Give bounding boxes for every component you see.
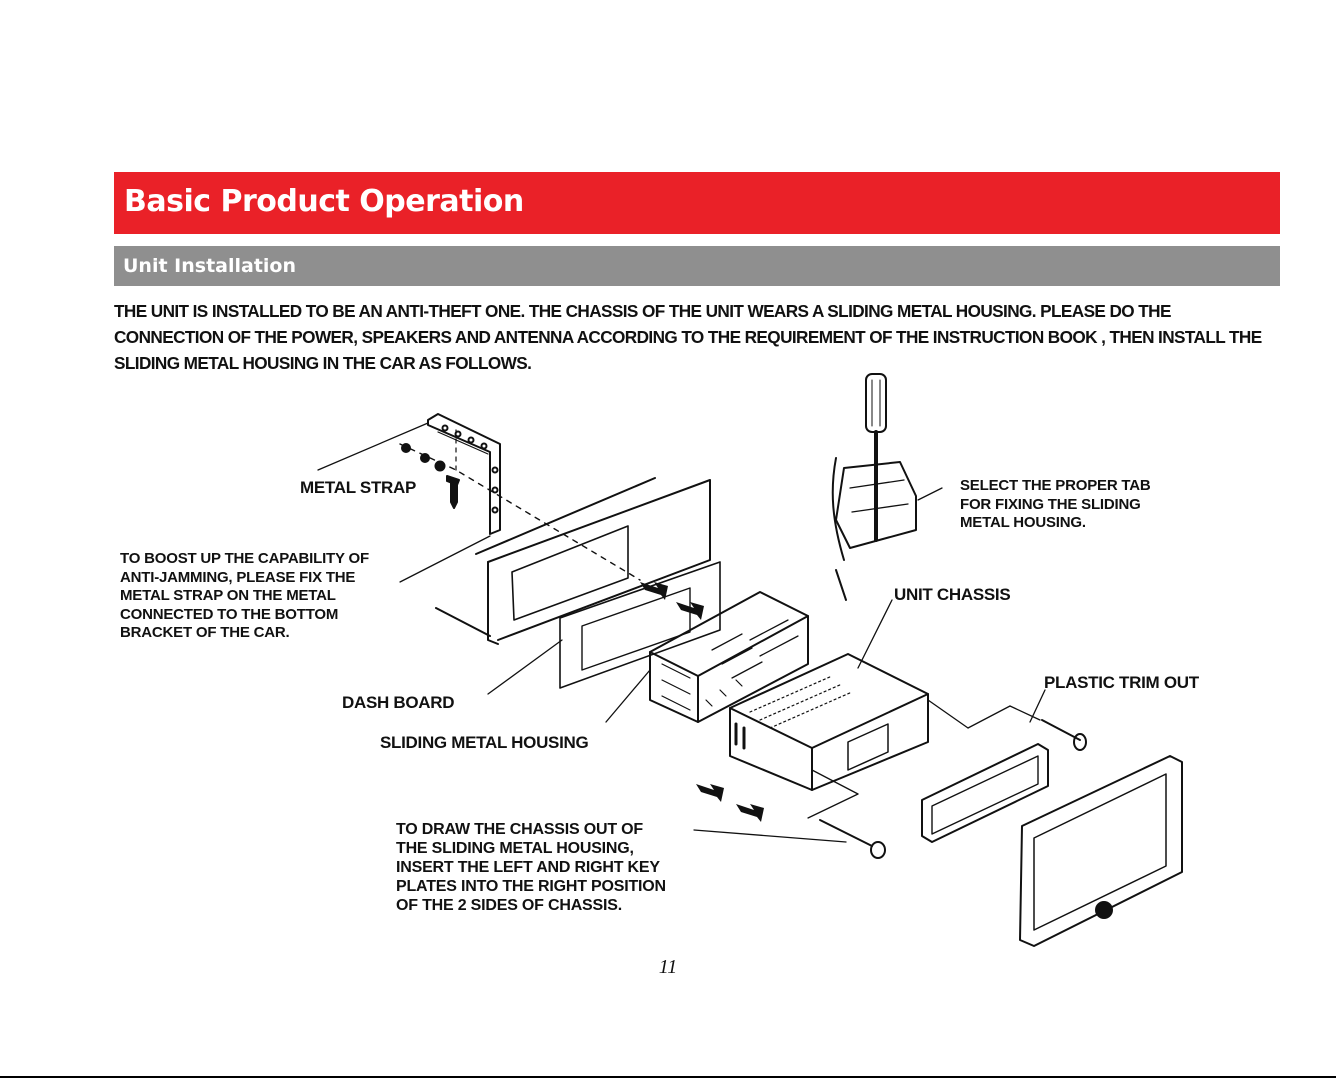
page-title: Basic Product Operation <box>124 184 524 219</box>
metal-strap-illustration <box>317 413 501 535</box>
intro-paragraph: THE UNIT IS INSTALLED TO BE AN ANTI-THEF… <box>114 301 1262 373</box>
page-number: 11 <box>658 956 678 978</box>
note-draw-chassis: TO DRAW THE CHASSIS OUT OF THE SLIDING M… <box>396 821 666 914</box>
screw-parts-illustration <box>401 443 460 509</box>
note-select-tab: SELECT THE PROPER TAB FOR FIXING THE SLI… <box>960 477 1151 531</box>
unit-chassis-illustration <box>729 599 929 791</box>
sliding-metal-housing-illustration <box>605 591 809 723</box>
label-sliding-metal-housing: SLIDING METAL HOUSING <box>380 733 589 752</box>
title-banner: Basic Product Operation <box>114 172 1280 234</box>
label-unit-chassis: UNIT CHASSIS <box>894 585 1011 604</box>
label-dash-board: DASH BOARD <box>342 693 455 712</box>
label-plastic-trim-out: PLASTIC TRIM OUT <box>1044 673 1199 692</box>
label-metal-strap: METAL STRAP <box>300 478 417 497</box>
plastic-trim-illustration <box>921 689 1183 947</box>
note-anti-jamming: TO BOOST UP THE CAPABILITY OF ANTI-JAMMI… <box>120 550 369 641</box>
bottom-rule <box>0 1076 1336 1078</box>
section-banner: Unit Installation <box>114 246 1280 286</box>
section-title: Unit Installation <box>123 255 296 277</box>
dash-board-illustration <box>435 477 721 695</box>
push-arrows <box>640 582 764 822</box>
key-plate-illustration <box>693 769 886 859</box>
screwdriver-illustration <box>831 373 943 601</box>
